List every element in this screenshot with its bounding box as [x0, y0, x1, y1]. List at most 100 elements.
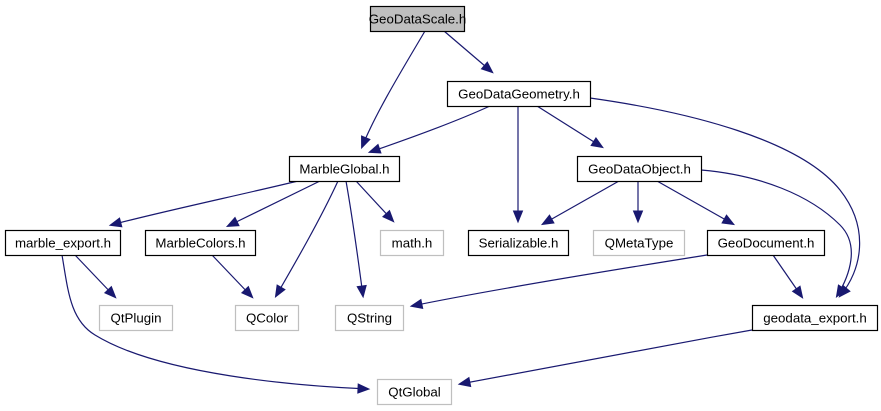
- edge-GeoDataScale-to-GeoDataGeometry: [443, 30, 494, 74]
- node-geodata_export[interactable]: geodata_export.h: [751, 304, 879, 332]
- node-QString: QString: [334, 304, 405, 332]
- node-MarbleGlobal[interactable]: MarbleGlobal.h: [288, 155, 401, 183]
- arrowhead-icon: [225, 216, 240, 228]
- node-box: [446, 80, 592, 108]
- node-label: math.h: [392, 236, 433, 251]
- edge-line: [361, 30, 426, 148]
- node-box: [706, 229, 826, 257]
- arrowhead-icon: [457, 376, 472, 388]
- node-box: [376, 378, 453, 406]
- node-GeoDataObject[interactable]: GeoDataObject.h: [576, 155, 703, 183]
- node-box: [379, 229, 445, 257]
- node-box: [467, 229, 570, 257]
- edge-MarbleGlobal-to-QString: [345, 180, 367, 299]
- node-box: [334, 304, 405, 332]
- edge-MarbleGlobal-to-math: [355, 180, 395, 223]
- arrowhead-icon: [103, 285, 117, 299]
- edge-GeoDocument-to-QString: [409, 254, 708, 310]
- edge-line: [227, 180, 321, 227]
- edge-line: [411, 254, 708, 307]
- edge-geodata_export-to-QtGlobal: [457, 329, 753, 388]
- arrowhead-icon: [540, 214, 555, 226]
- edge-line: [61, 254, 369, 390]
- node-label: GeoDataObject.h: [588, 162, 691, 177]
- node-label: MarbleColors.h: [155, 236, 245, 251]
- arrowhead-icon: [590, 136, 604, 149]
- node-label: GeoDataScale.h: [369, 12, 467, 27]
- edge-line: [459, 329, 753, 385]
- node-label: marble_export.h: [15, 236, 111, 251]
- edge-line: [369, 105, 491, 153]
- arrowhead-icon: [361, 135, 371, 150]
- node-label: geodata_export.h: [763, 311, 867, 326]
- edge-GeoDataGeometry-to-GeoDataObject: [536, 105, 604, 149]
- node-MarbleColors[interactable]: MarbleColors.h: [144, 229, 257, 257]
- node-QtGlobal: QtGlobal: [376, 378, 453, 406]
- edge-line: [275, 180, 339, 297]
- edges-layer: [61, 30, 861, 394]
- nodes-layer: GeoDataScale.hGeoDataGeometry.hMarbleGlo…: [4, 5, 879, 406]
- arrowhead-icon: [274, 284, 286, 299]
- arrowhead-icon: [240, 285, 254, 299]
- edge-line: [536, 105, 603, 148]
- node-label: QtGlobal: [388, 385, 441, 400]
- node-QColor: QColor: [234, 304, 300, 332]
- node-box: [144, 229, 257, 257]
- edge-marble_export-to-QtPlugin: [74, 254, 117, 299]
- edge-GeoDataGeometry-to-MarbleGlobal: [367, 105, 491, 154]
- edge-line: [700, 169, 852, 297]
- node-GeoDataGeometry[interactable]: GeoDataGeometry.h: [446, 80, 592, 108]
- node-Serializable[interactable]: Serializable.h: [467, 229, 570, 257]
- node-label: GeoDataGeometry.h: [458, 87, 580, 102]
- edge-MarbleColors-to-QColor: [211, 254, 254, 299]
- edge-line: [542, 180, 620, 225]
- node-label: Serializable.h: [479, 236, 559, 251]
- edge-line: [589, 97, 861, 297]
- node-GeoDocument[interactable]: GeoDocument.h: [706, 229, 826, 257]
- arrowhead-icon: [382, 209, 395, 223]
- node-box: [751, 304, 879, 332]
- node-box: [288, 155, 401, 183]
- node-box: [4, 229, 122, 257]
- node-QtPlugin: QtPlugin: [98, 304, 174, 332]
- node-label: GeoDocument.h: [718, 236, 815, 251]
- edge-line: [443, 30, 493, 73]
- node-box: [592, 229, 686, 257]
- arrowhead-icon: [791, 285, 804, 299]
- arrowhead-icon: [480, 61, 494, 74]
- node-box: [98, 304, 174, 332]
- arrowhead-icon: [367, 143, 382, 154]
- edge-line: [345, 180, 364, 297]
- node-box: [576, 155, 703, 183]
- edge-GeoDocument-to-geodata_export: [772, 254, 804, 299]
- node-label: MarbleGlobal.h: [299, 162, 389, 177]
- arrowhead-icon: [356, 284, 367, 299]
- arrowhead-icon: [721, 214, 736, 226]
- arrowhead-icon: [108, 217, 123, 228]
- edge-MarbleGlobal-to-MarbleColors: [225, 180, 321, 228]
- edge-GeoDataScale-to-MarbleGlobal: [361, 30, 426, 150]
- arrowhead-icon: [357, 383, 371, 394]
- arrowhead-icon: [512, 210, 524, 224]
- arrowhead-icon: [632, 210, 644, 224]
- node-marble_export[interactable]: marble_export.h: [4, 229, 122, 257]
- arrowhead-icon: [835, 284, 847, 298]
- node-math: math.h: [379, 229, 445, 257]
- edge-line: [110, 180, 299, 226]
- edge-MarbleGlobal-to-QColor: [274, 180, 339, 299]
- edge-marble_export-to-QtGlobal: [61, 254, 371, 394]
- edge-MarbleGlobal-to-marble_export: [108, 180, 299, 228]
- node-QMetaType: QMetaType: [592, 229, 686, 257]
- node-box: [234, 304, 300, 332]
- edge-GeoDataObject-to-geodata_export: [700, 169, 852, 298]
- node-label: QColor: [246, 311, 289, 326]
- arrowhead-icon: [409, 298, 424, 310]
- node-box: [369, 5, 466, 33]
- edge-GeoDataObject-to-QMetaType: [632, 181, 644, 224]
- edge-GeoDataObject-to-GeoDocument: [656, 180, 736, 226]
- edge-GeoDataObject-to-Serializable: [540, 180, 620, 226]
- node-label: QtPlugin: [111, 311, 162, 326]
- node-GeoDataScale[interactable]: GeoDataScale.h: [369, 5, 467, 33]
- node-label: QMetaType: [605, 236, 674, 251]
